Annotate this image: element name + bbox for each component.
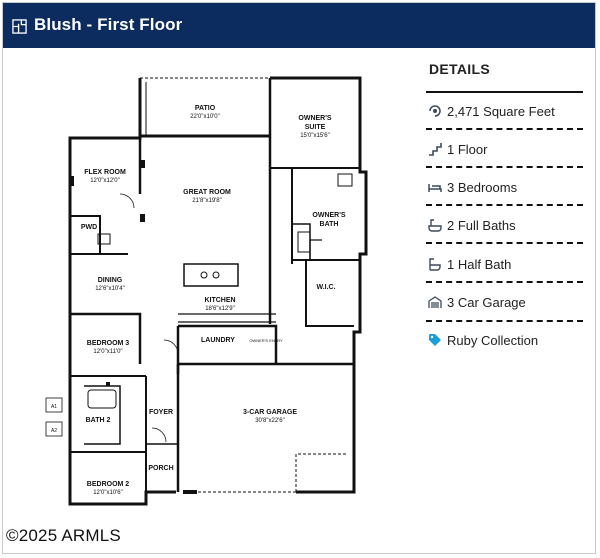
patio-dim: 22'0"x10'0" [190,114,220,120]
flex-room-dim: 12'0"x12'0" [90,178,120,184]
detail-floors: 1 Floor [428,139,487,159]
floor-plan: PATIO 22'0"x10'0" OWNER'S SUITE 15'0"x15… [45,76,368,506]
owners-suite-label-2: SUITE [305,124,326,131]
kitchen-label: KITCHEN [204,297,235,304]
foyer-label: FOYER [149,409,173,416]
bath2-label: BATH 2 [86,417,111,424]
divider [426,166,583,168]
detail-garage: 3 Car Garage [428,292,526,312]
dining-dim: 12'6"x10'4" [95,286,125,292]
stairs-icon [429,143,442,156]
pwd-label: PWD [81,224,97,231]
wic-label: W.I.C. [316,284,335,291]
patio-label: PATIO [195,105,216,112]
detail-square-feet: 2,471 Square Feet [428,101,555,121]
detail-half-bath: 1 Half Bath [428,254,511,274]
divider [426,204,583,206]
owners-bath-label-1: OWNER'S [312,212,345,219]
content-frame [2,2,596,554]
kitchen-dim: 18'6"x12'9" [205,306,235,312]
tag-icon [429,334,441,346]
plan-title: Blush - First Floor [34,15,183,34]
square-feet-icon [429,105,441,117]
great-room-dim: 21'8"x19'8" [192,198,222,204]
marker-a2: A2 [51,428,57,434]
garage-icon [428,296,442,308]
flex-room-label: FLEX ROOM [84,169,126,176]
divider [426,281,583,283]
kitchen-island [183,263,239,287]
great-room-label: GREAT ROOM [183,189,231,196]
bed-icon [428,184,442,192]
bathtub [87,389,117,409]
detail-collection: Ruby Collection [428,330,538,350]
bedroom2-dim: 12'0"x10'6" [93,490,123,496]
garage-dim: 30'8"x22'6" [255,418,285,424]
title-bar: Blush - First Floor [2,2,596,48]
copyright-notice: ©2025 ARMLS [6,526,121,545]
bath-icon [428,219,442,232]
laundry-label: LAUNDRY [201,337,235,344]
detail-full-baths: 2 Full Baths [428,215,516,235]
porch-label: PORCH [148,465,173,472]
divider [426,242,583,244]
half-bath-icon [429,258,441,271]
owners-suite-label-1: OWNER'S [298,115,331,122]
garage-label: 3-CAR GARAGE [243,409,297,416]
owners-bath-label-2: BATH [320,221,339,228]
divider [426,91,583,93]
marker-a1: A1 [51,404,57,410]
details-heading: DETAILS [429,61,490,77]
divider [426,320,583,322]
dining-label: DINING [98,277,123,284]
bedroom3-label: BEDROOM 3 [87,340,130,347]
bedroom2-label: BEDROOM 2 [87,481,130,488]
floorplan-icon [12,19,27,34]
owners-suite-dim: 15'0"x15'6" [300,133,330,139]
divider [426,128,583,130]
exterior-wall-right [270,76,368,494]
detail-bedrooms: 3 Bedrooms [428,177,517,197]
bedroom3-dim: 12'0"x11'0" [93,349,122,355]
owners-entry-label: OWNER'S ENTRY [249,338,283,343]
